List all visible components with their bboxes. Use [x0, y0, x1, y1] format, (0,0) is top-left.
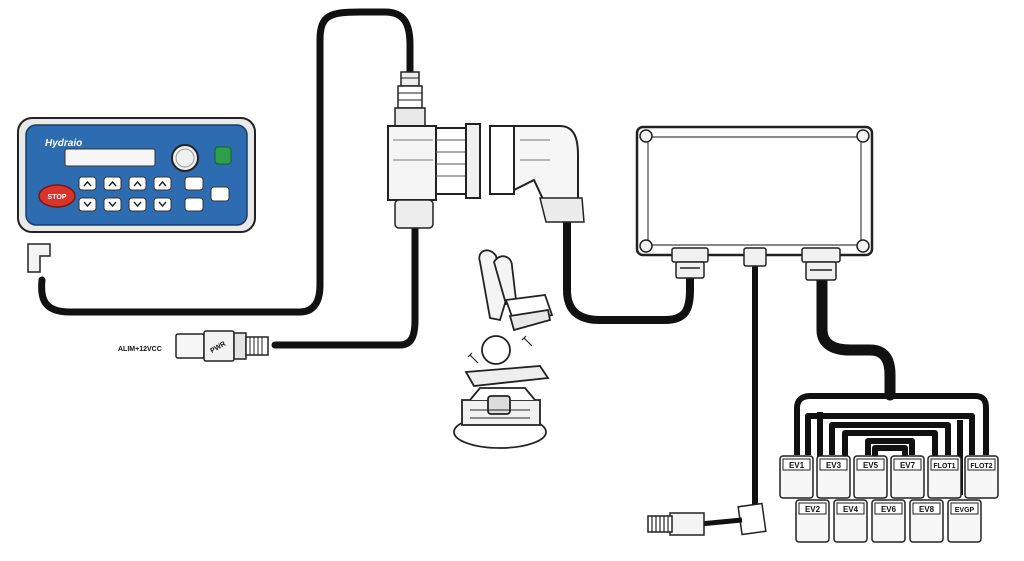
cables	[38, 8, 896, 508]
green-button	[214, 146, 232, 165]
valve-label: EV1	[789, 461, 805, 470]
valve-label: EV4	[843, 505, 859, 514]
valve-label: EV3	[826, 461, 842, 470]
sensor	[647, 502, 767, 536]
valve-label: EVGP	[955, 507, 975, 514]
valve-connector: FLOT2	[964, 455, 999, 499]
power-plug: ALIM+12VCC PWR	[118, 330, 269, 362]
mount-ball	[481, 335, 511, 365]
valve-label: EV8	[919, 505, 935, 514]
box-screws	[639, 129, 870, 253]
valve-label: EV7	[900, 461, 916, 470]
console-cable	[38, 8, 414, 316]
valve-row-bottom: EV2 EV4 EV6 EV8 EVGP	[795, 499, 982, 543]
console-display	[64, 148, 156, 167]
mounting-bracket	[453, 249, 554, 449]
cable-glands	[671, 247, 841, 281]
valve-connector: FLOT1	[927, 455, 962, 499]
valve-connector: EV8	[909, 499, 944, 543]
valve-label: FLOT1	[933, 463, 955, 470]
valve-connector: EV6	[871, 499, 906, 543]
stop-button	[38, 184, 76, 208]
valve-connector: EV2	[795, 499, 830, 543]
junction-box	[635, 125, 874, 281]
valve-connector: EV3	[816, 455, 851, 499]
valve-row-top: EV1 EV3 EV5 EV7 FLOT1 FLOT2	[779, 455, 999, 499]
box-input-cable	[563, 218, 694, 324]
power-label: ALIM+12VCC	[118, 346, 162, 353]
valve-harness-cable	[816, 274, 896, 401]
valve-connector: EVGP	[947, 499, 982, 543]
valve-label: EV5	[863, 461, 879, 470]
control-console: Hydraio STOP	[17, 117, 256, 273]
main-connector	[387, 71, 585, 229]
valve-connector: EV5	[853, 455, 888, 499]
valve-label: EV6	[881, 505, 897, 514]
console-brand: Hydraio	[45, 138, 82, 149]
valve-connector: EV7	[890, 455, 925, 499]
stop-label: STOP	[48, 194, 67, 201]
keypad	[78, 176, 230, 212]
valve-connector: EV1	[779, 455, 814, 499]
valve-label: EV2	[805, 505, 821, 514]
valve-connector: EV4	[833, 499, 868, 543]
console-plug	[27, 243, 51, 273]
valve-label: FLOT2	[970, 463, 992, 470]
power-cable	[271, 224, 419, 349]
